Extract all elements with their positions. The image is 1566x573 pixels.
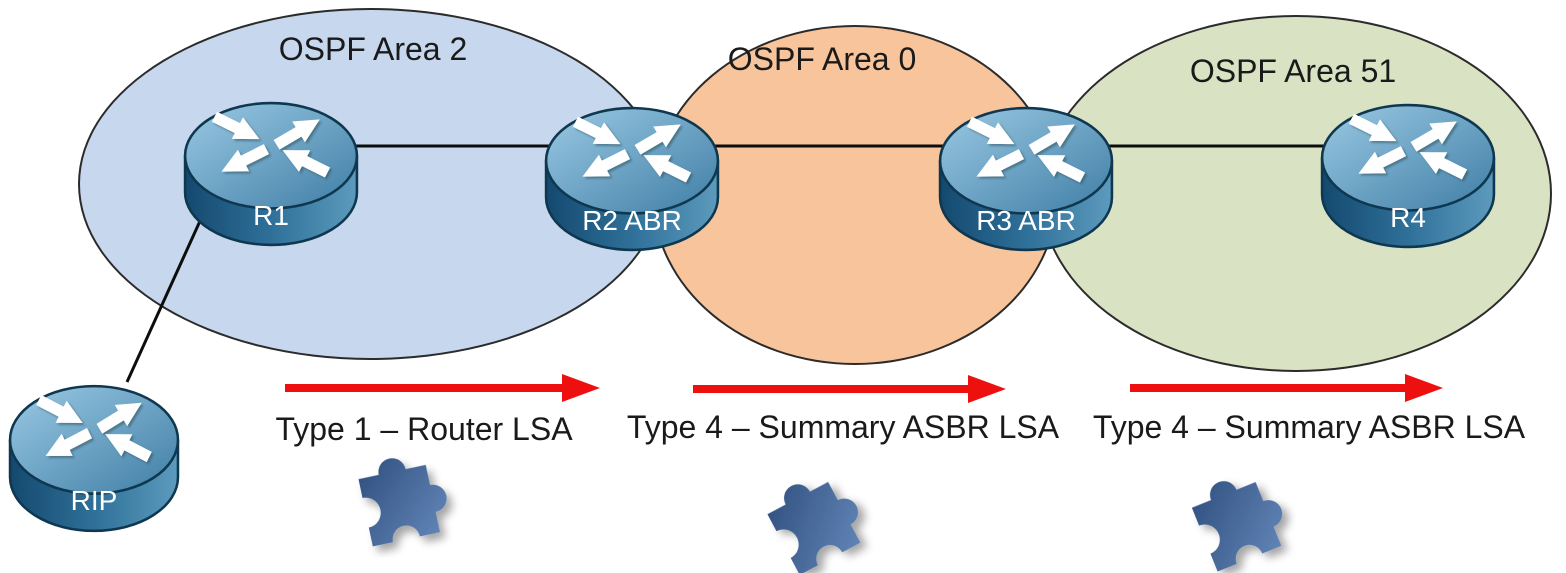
router-r3-abr: R3 ABR xyxy=(938,104,1114,254)
lsa-flow-arrow-1 xyxy=(285,374,600,402)
lsa-flow-arrows xyxy=(285,374,1443,403)
router-r2-label: R2 ABR xyxy=(582,204,682,236)
router-r1: R1 xyxy=(183,99,359,249)
lsa-type4-label-2: Type 4 – Summary ASBR LSA xyxy=(1092,409,1526,445)
link-r1-rip xyxy=(125,209,207,383)
router-rip-label: RIP xyxy=(70,484,118,516)
router-r2-abr: R2 ABR xyxy=(544,104,720,254)
ospf-area-0-label: OSPF Area 0 xyxy=(727,41,917,77)
lsa-flow-arrow-2 xyxy=(693,375,1006,403)
lsa-flow-arrow-3 xyxy=(1130,374,1443,402)
ospf-area-51-label: OSPF Area 51 xyxy=(1189,53,1397,89)
ospf-area-2-label: OSPF Area 2 xyxy=(278,31,468,67)
puzzle-piece-icon xyxy=(1188,466,1295,572)
lsa-type4-label-1: Type 4 – Summary ASBR LSA xyxy=(626,409,1060,445)
router-r3-label: R3 ABR xyxy=(976,204,1076,236)
lsa-type1-label: Type 1 – Router LSA xyxy=(275,411,573,447)
router-rip: RIP xyxy=(8,382,180,535)
router-r4: R4 xyxy=(1320,101,1496,251)
puzzle-piece-icon xyxy=(765,467,873,573)
router-r1-label: R1 xyxy=(253,199,289,231)
router-r4-label: R4 xyxy=(1390,201,1426,233)
puzzle-piece-icon xyxy=(355,448,454,547)
